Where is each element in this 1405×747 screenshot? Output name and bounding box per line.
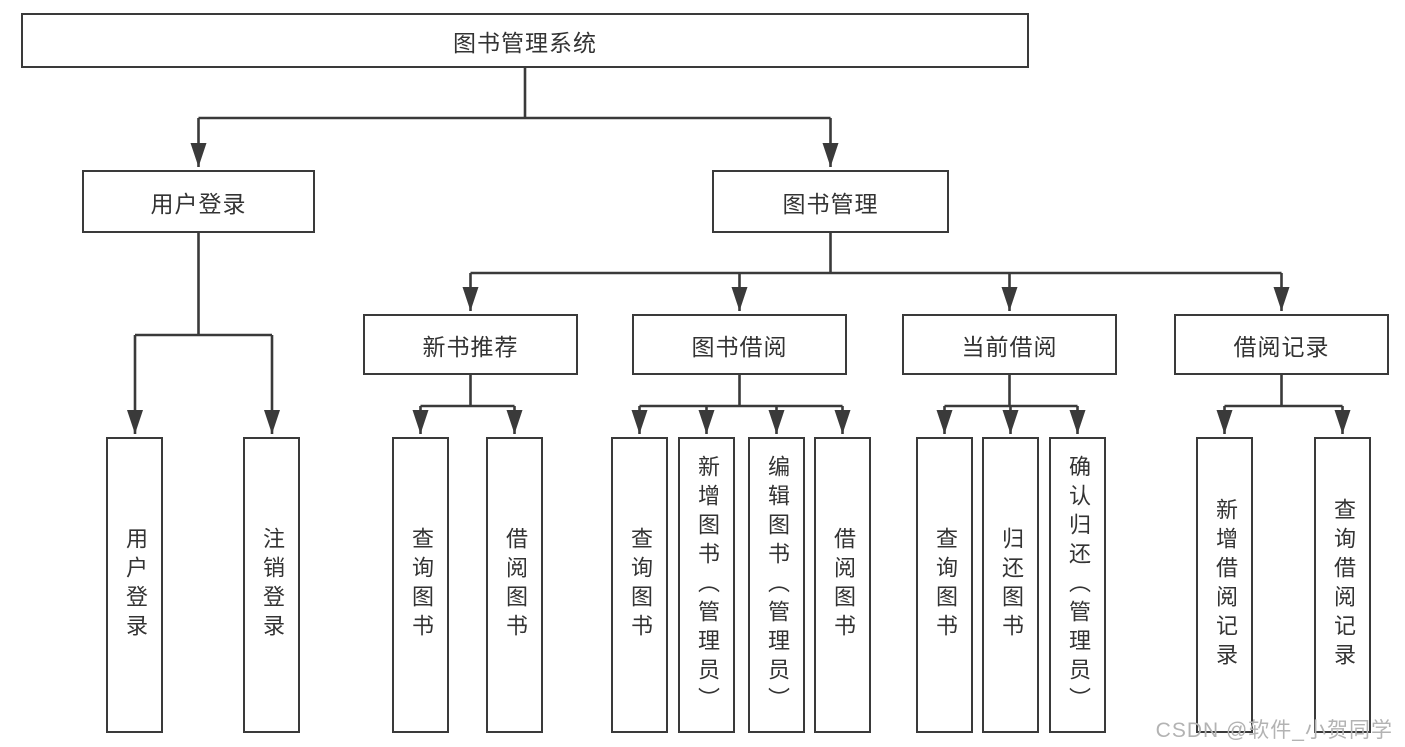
leaf-bb-edit-books-admin: 编辑图书（管理员） — [748, 437, 805, 733]
leaf-bb-add-books-admin: 新增图书（管理员） — [678, 437, 735, 733]
node-user-login: 用户登录 — [82, 170, 315, 233]
csdn-watermark: CSDN @软件_小贺同学 — [1155, 719, 1393, 742]
leaf-nbr-borrow-books: 借阅图书 — [486, 437, 543, 733]
leaf-bb-query-books: 查询图书 — [611, 437, 668, 733]
leaf-br-query-borrow-record: 查询借阅记录 — [1314, 437, 1371, 733]
node-book-borrowing: 图书借阅 — [632, 314, 847, 375]
node-root-library-management-system: 图书管理系统 — [21, 13, 1029, 68]
leaf-cb-query-books: 查询图书 — [916, 437, 973, 733]
leaf-user-login: 用户登录 — [106, 437, 163, 733]
node-borrowing-records: 借阅记录 — [1174, 314, 1389, 375]
leaf-logout: 注销登录 — [243, 437, 300, 733]
node-current-borrowing: 当前借阅 — [902, 314, 1117, 375]
leaf-cb-return-books: 归还图书 — [982, 437, 1039, 733]
leaf-cb-confirm-return-admin: 确认归还（管理员） — [1049, 437, 1106, 733]
leaf-br-add-borrow-record: 新增借阅记录 — [1196, 437, 1253, 733]
node-book-management: 图书管理 — [712, 170, 949, 233]
node-new-book-recommendation: 新书推荐 — [363, 314, 578, 375]
leaf-nbr-query-books: 查询图书 — [392, 437, 449, 733]
leaf-bb-borrow-books: 借阅图书 — [814, 437, 871, 733]
